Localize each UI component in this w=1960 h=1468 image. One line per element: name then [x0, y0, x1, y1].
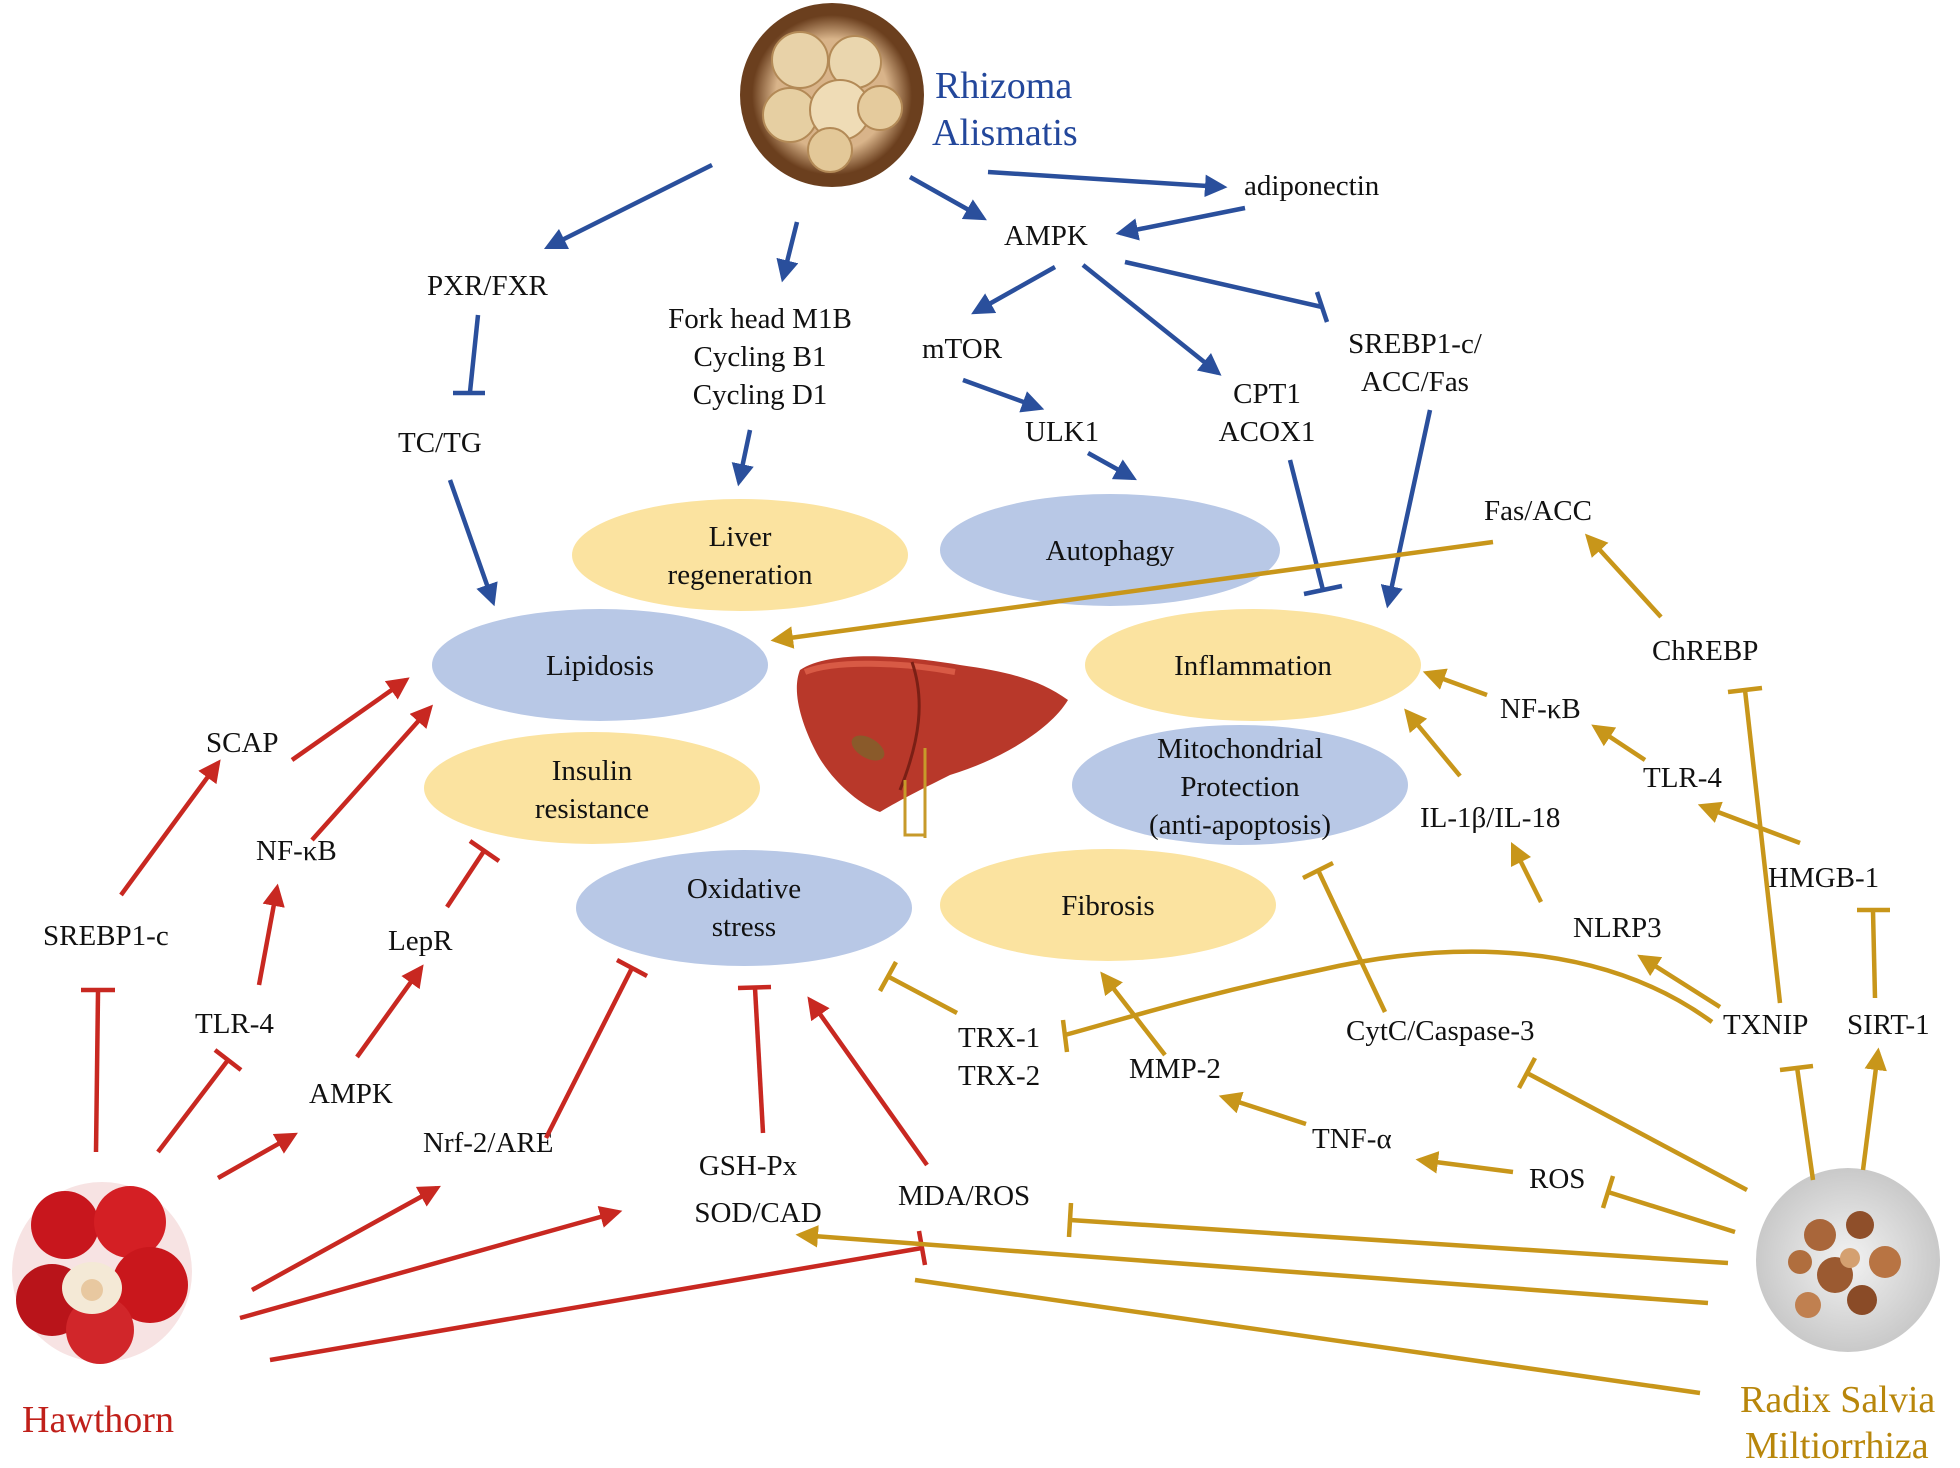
node-tlr4-left: TLR-4	[195, 1008, 274, 1040]
node-chrebp: ChREBP	[1652, 635, 1758, 667]
liver-icon	[796, 656, 1068, 838]
insulin-line2: resistance	[535, 793, 649, 825]
lipidosis-label: Lipidosis	[546, 650, 654, 682]
node-pxr-fxr: PXR/FXR	[427, 270, 549, 302]
rhizoma-title-line1: Rhizoma	[935, 65, 1072, 107]
mito-line2: Protection	[1180, 771, 1300, 803]
node-tlr4-right: TLR-4	[1643, 762, 1722, 794]
node-trx2: TRX-2	[958, 1060, 1040, 1092]
node-srebp-acc-fas-line2: ACC/Fas	[1361, 366, 1469, 398]
hawthorn-edges	[81, 677, 929, 1363]
node-cytc-caspase3: CytC/Caspase-3	[1346, 1015, 1535, 1047]
node-tc-tg: TC/TG	[398, 427, 482, 459]
node-mtor: mTOR	[922, 333, 1003, 365]
node-ampk-left: AMPK	[309, 1078, 393, 1110]
oxidative-line1: Oxidative	[687, 873, 801, 905]
hawthorn-fruits-icon	[12, 1182, 192, 1364]
node-adiponectin: adiponectin	[1244, 170, 1380, 202]
node-ampk-top: AMPK	[1004, 220, 1088, 252]
node-nfkb-right: NF-κB	[1500, 693, 1581, 725]
node-nlrp3: NLRP3	[1573, 912, 1662, 944]
effect-liver-regeneration: Liver regeneration	[572, 499, 908, 611]
autophagy-label: Autophagy	[1046, 535, 1175, 567]
node-hmgb1: HMGB-1	[1768, 862, 1879, 894]
node-lepr: LepR	[388, 925, 453, 957]
node-il1b-il18: IL-1β/IL-18	[1420, 802, 1560, 834]
rhizoma-edges	[447, 162, 1433, 609]
mito-line1: Mitochondrial	[1157, 733, 1323, 765]
node-ros: ROS	[1529, 1163, 1585, 1195]
node-forkhead-line1: Fork head M1B	[668, 303, 852, 335]
salvia-root-slices-icon	[1756, 1168, 1940, 1352]
node-forkhead-line2: Cycling B1	[694, 341, 827, 373]
node-mda-ros: MDA/ROS	[898, 1180, 1030, 1212]
node-scap: SCAP	[206, 727, 279, 759]
node-txnip: TXNIP	[1723, 1009, 1808, 1041]
effect-oxidative-stress: Oxidative stress	[576, 850, 912, 966]
node-labels: adiponectin AMPK PXR/FXR Fork head M1B C…	[43, 170, 1930, 1229]
inflammation-label: Inflammation	[1174, 650, 1332, 682]
effect-inflammation: Inflammation	[1085, 609, 1421, 721]
effect-mitochondrial-protection: Mitochondrial Protection (anti-apoptosis…	[1072, 725, 1408, 845]
liver-regeneration-line1: Liver	[709, 521, 772, 553]
node-cpt1: CPT1	[1233, 378, 1301, 410]
node-sod-cad: SOD/CAD	[694, 1197, 821, 1229]
effect-autophagy: Autophagy	[940, 494, 1280, 606]
effect-fibrosis: Fibrosis	[940, 849, 1276, 961]
node-srebp-acc-fas-line1: SREBP1-c/	[1348, 328, 1483, 360]
rhizoma-slices-bowl-icon	[740, 3, 924, 187]
node-nrf2-are: Nrf-2/ARE	[423, 1127, 553, 1159]
node-gsh-px: GSH-Px	[699, 1150, 798, 1182]
liver-regeneration-line2: regeneration	[668, 559, 813, 591]
insulin-line1: Insulin	[552, 755, 633, 787]
salvia-title-line1: Radix Salvia	[1740, 1379, 1935, 1421]
node-acox1: ACOX1	[1219, 416, 1316, 448]
node-trx1: TRX-1	[958, 1022, 1040, 1054]
node-mmp2: MMP-2	[1129, 1053, 1221, 1085]
node-sirt1: SIRT-1	[1847, 1009, 1930, 1041]
node-nfkb-left: NF-κB	[256, 835, 337, 867]
node-fas-acc: Fas/ACC	[1484, 495, 1592, 527]
node-tnfa: TNF-α	[1312, 1123, 1392, 1155]
fibrosis-label: Fibrosis	[1061, 890, 1154, 922]
hawthorn-title: Hawthorn	[22, 1399, 174, 1441]
mito-line3: (anti-apoptosis)	[1149, 809, 1331, 841]
rhizoma-title-line2: Alismatis	[932, 112, 1078, 154]
effect-lipidosis: Lipidosis	[432, 609, 768, 721]
node-ulk1: ULK1	[1025, 416, 1099, 448]
oxidative-line2: stress	[712, 911, 776, 943]
node-forkhead-line3: Cycling D1	[693, 379, 828, 411]
effect-insulin-resistance: Insulin resistance	[424, 732, 760, 844]
salvia-title-line2: Miltiorrhiza	[1745, 1425, 1929, 1467]
node-srebp1c: SREBP1-c	[43, 920, 169, 952]
salvia-edges	[770, 533, 1890, 1396]
